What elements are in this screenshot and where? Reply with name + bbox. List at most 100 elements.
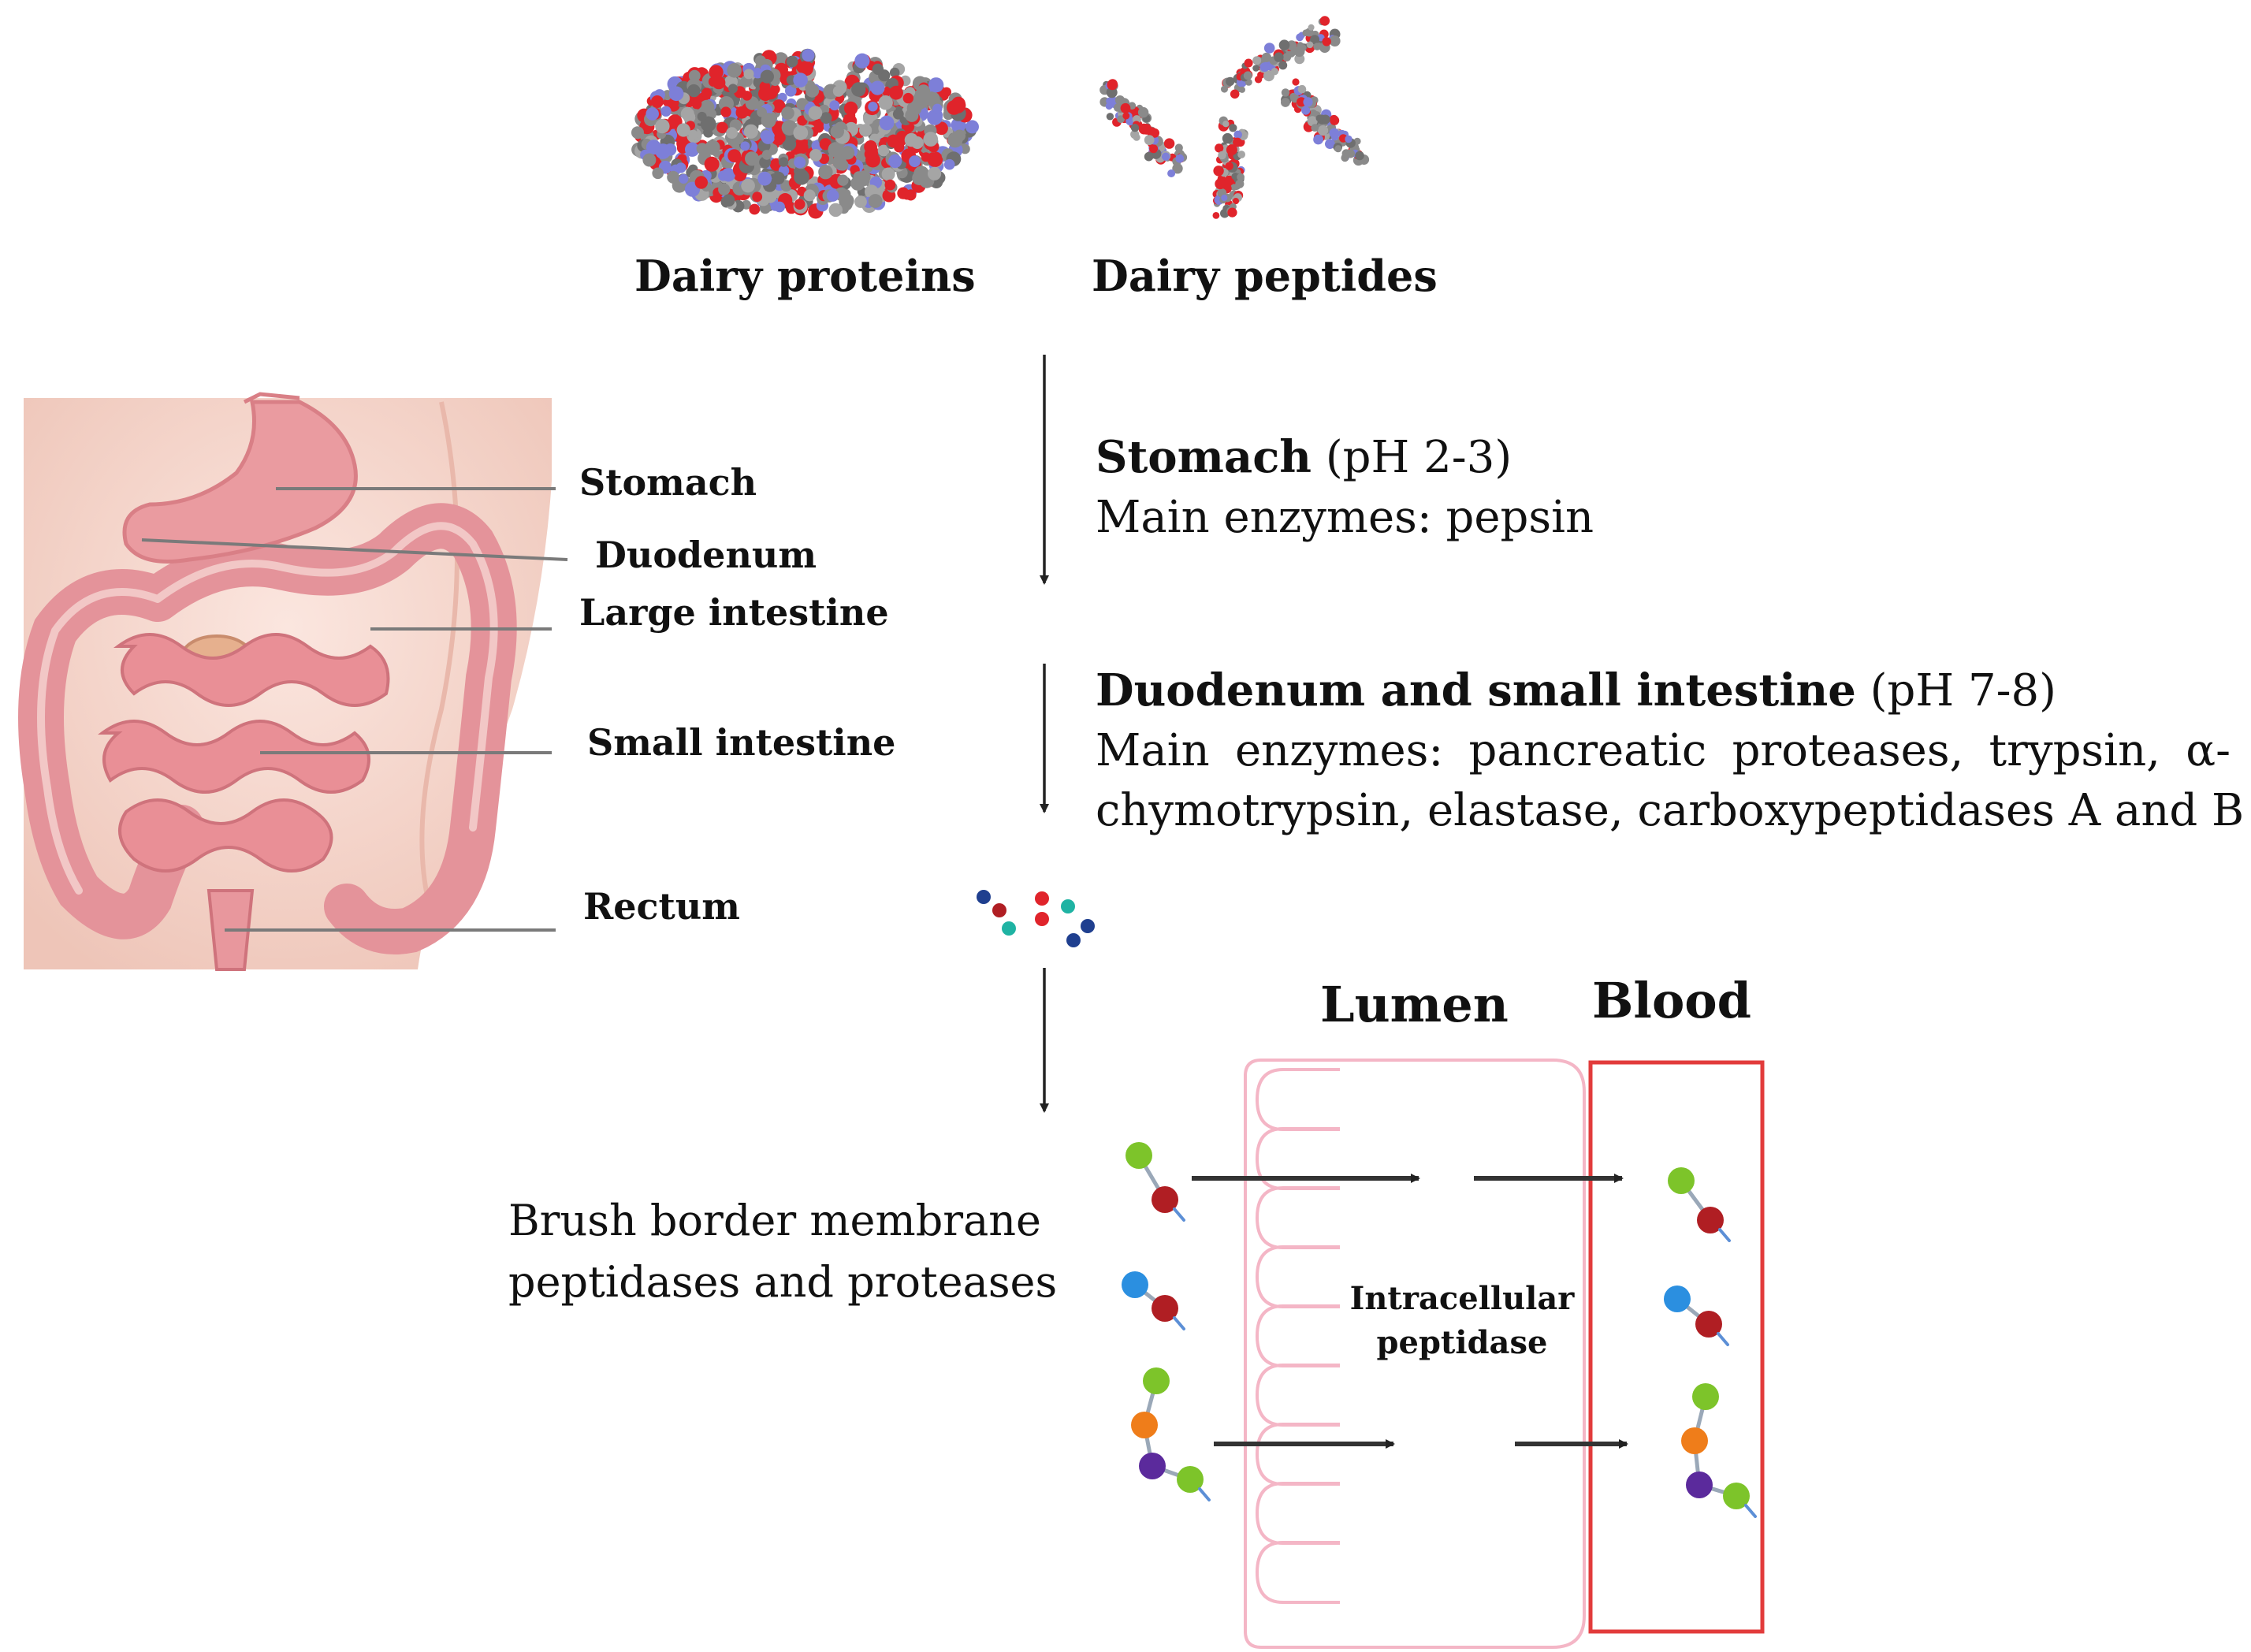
- protein-atom: [850, 176, 865, 191]
- blood-dipeptide-1-residue: [1697, 1207, 1724, 1233]
- intracellular-peptidase-label: Intracellular peptidase: [1340, 1277, 1584, 1365]
- protein-atom: [818, 165, 833, 180]
- protein-atom: [839, 197, 853, 211]
- fragment-residue: [1081, 919, 1095, 933]
- organ-label-duodenum: Duodenum: [595, 534, 817, 576]
- peptide-atom: [1257, 71, 1265, 79]
- protein-atom: [743, 69, 754, 80]
- protein-atom: [691, 99, 702, 110]
- protein-atom: [921, 152, 931, 162]
- protein-atom: [718, 183, 731, 195]
- protein-atom: [761, 113, 776, 128]
- lumen-tetrapeptide-residue: [1139, 1453, 1166, 1479]
- protein-atom: [728, 84, 738, 94]
- protein-atom: [631, 126, 644, 140]
- peptide-atom: [1296, 33, 1304, 42]
- peptide-atom: [1233, 130, 1242, 140]
- protein-atom: [726, 127, 738, 140]
- protein-atom: [966, 120, 979, 134]
- protein-atom: [687, 84, 701, 98]
- protein-atom: [888, 154, 902, 169]
- peptide-atom: [1282, 53, 1292, 61]
- peptide-atom: [1274, 52, 1284, 62]
- blood-tetrapeptide-residue: [1723, 1483, 1750, 1509]
- protein-atom: [854, 195, 867, 208]
- peptide-atom: [1294, 54, 1305, 65]
- peptide-atom: [1278, 61, 1288, 70]
- protein-atom: [820, 112, 832, 125]
- blood-vessel-box: [1588, 1060, 1765, 1634]
- protein-atom: [718, 96, 735, 112]
- blood-dipeptide-1-residue: [1668, 1167, 1695, 1194]
- peptide-atom: [1310, 35, 1320, 45]
- blood-dipeptide-2-terminus: [1717, 1332, 1729, 1346]
- protein-atom: [868, 194, 883, 208]
- protein-atom: [932, 103, 943, 114]
- peptide-atom: [1259, 62, 1270, 73]
- protein-atom: [655, 118, 670, 134]
- protein-atom: [694, 176, 708, 189]
- protein-atom: [917, 84, 931, 99]
- protein-atom: [947, 132, 963, 148]
- peptide-atom: [1213, 166, 1224, 177]
- protein-atom: [660, 106, 672, 117]
- peptide-atom: [1322, 37, 1331, 47]
- peptide-atom: [1225, 162, 1233, 170]
- protein-atom: [742, 91, 753, 101]
- protein-atom: [794, 169, 809, 185]
- fragment-residue: [992, 903, 1006, 917]
- protein-atom: [760, 69, 775, 84]
- lumen-dipeptide-1-terminus: [1173, 1207, 1185, 1222]
- organ-label-small-intestine: Small intestine: [587, 721, 896, 764]
- peptide-atom: [1308, 24, 1315, 31]
- protein-atom: [793, 125, 809, 140]
- duodenum-step-enzymes-2: chymotrypsin, elastase, carboxypeptidase…: [1096, 785, 2245, 836]
- protein-atom: [774, 201, 785, 213]
- peptide-atom: [1271, 68, 1279, 76]
- peptide-atom: [1311, 124, 1319, 132]
- duodenum-step-enzymes-1: Main enzymes: pancreatic proteases, tryp…: [1096, 725, 2231, 776]
- protein-atom: [757, 171, 772, 186]
- stomach-step: Stomach (pH 2-3) Main enzymes: pepsin: [1096, 427, 1594, 548]
- protein-atom: [803, 189, 816, 202]
- peptide-atom: [1212, 212, 1220, 219]
- peptide-atom: [1161, 152, 1170, 161]
- peptide-atom: [1243, 71, 1252, 80]
- protein-atom: [870, 80, 885, 95]
- peptide-atom: [1233, 137, 1242, 147]
- duodenum-step-name: Duodenum and small intestine: [1096, 664, 1856, 716]
- peptide-atom: [1292, 78, 1300, 86]
- protein-atom: [772, 171, 785, 185]
- peptide-atom: [1345, 135, 1352, 143]
- protein-atom: [829, 100, 840, 111]
- blood-dipeptide-1-terminus: [1718, 1228, 1731, 1242]
- peptide-atom: [1150, 128, 1159, 138]
- peptide-atom: [1221, 194, 1228, 202]
- protein-atom: [832, 85, 844, 97]
- peptide-atom: [1172, 163, 1183, 174]
- protein-atom: [884, 179, 896, 191]
- protein-atom: [770, 84, 780, 95]
- protein-atom: [785, 85, 797, 97]
- protein-atom: [778, 157, 789, 167]
- stomach-step-enzymes: Main enzymes: pepsin: [1096, 492, 1594, 543]
- protein-atom: [793, 73, 808, 87]
- protein-atom: [905, 189, 917, 201]
- peptide-atom: [1232, 198, 1240, 205]
- protein-atom: [705, 140, 720, 155]
- protein-atom: [943, 158, 955, 170]
- protein-atom: [923, 132, 939, 147]
- fragment-residue: [1066, 933, 1081, 947]
- protein-atom: [830, 125, 845, 139]
- peptide-atom: [1140, 124, 1152, 135]
- protein-atom: [646, 140, 661, 155]
- protein-atom: [892, 108, 904, 120]
- peptide-atom: [1117, 115, 1125, 124]
- peptide-atom: [1355, 151, 1364, 161]
- protein-atom: [716, 121, 728, 134]
- peptide-atom: [1215, 178, 1226, 190]
- peptide-atom: [1263, 43, 1275, 54]
- protein-atom: [813, 122, 824, 133]
- peptide-atom: [1331, 133, 1339, 141]
